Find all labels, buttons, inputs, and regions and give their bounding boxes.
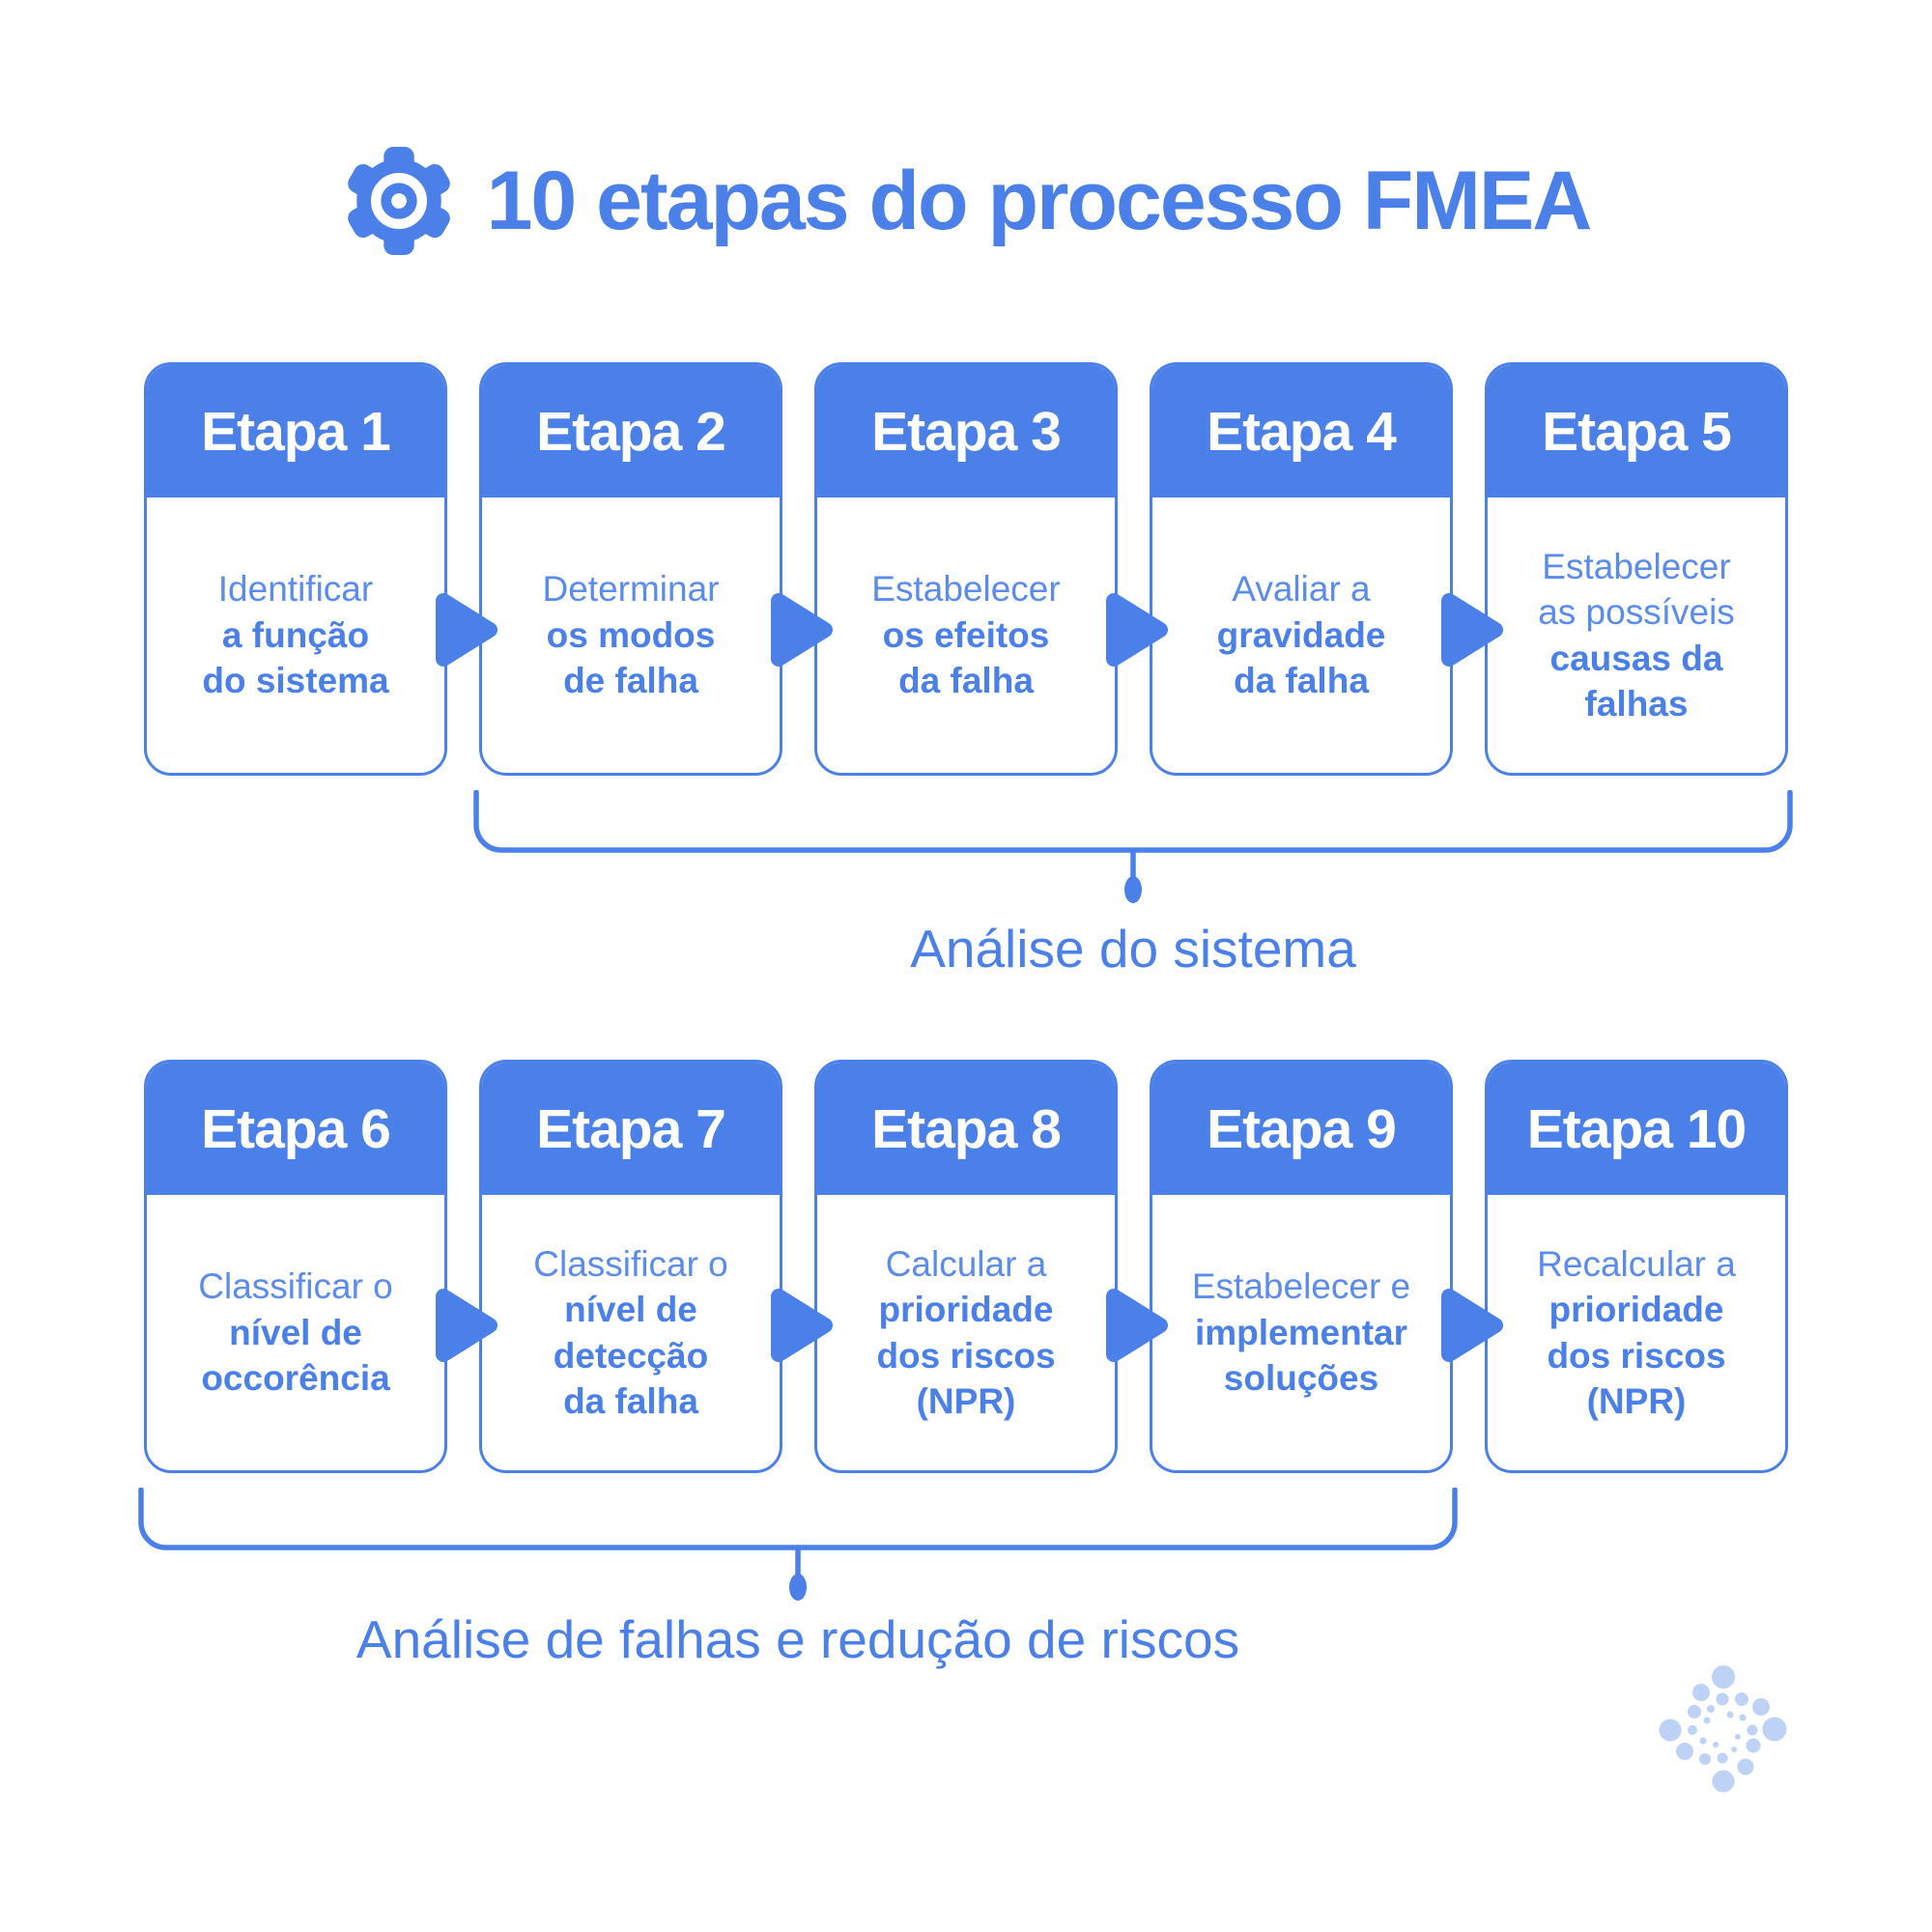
step-description-line: nível de [564, 1290, 697, 1330]
page-title: 10 etapas do processo FMEA [486, 154, 1593, 247]
step-6-description: Classificar o nível de occorência [147, 1195, 444, 1470]
step-description-line: dos riscos [876, 1335, 1056, 1376]
step-7-header: Etapa 7 [482, 1063, 780, 1195]
step-9-description: Estabelecer e implementar soluções [1152, 1195, 1450, 1470]
title-bar: 10 etapas do processo FMEA [0, 135, 1932, 267]
step-description-line: implementar [1194, 1312, 1407, 1352]
step-5-description: Estabelecer as possíveis causas da falhas [1488, 497, 1785, 773]
step-5-header: Etapa 5 [1488, 365, 1785, 497]
step-description-line: Avaliar a [1232, 569, 1371, 610]
step-description-line: (NPR) [916, 1380, 1016, 1421]
arrow-right-icon [1441, 1289, 1503, 1362]
step-description-line: do sistema [202, 661, 389, 701]
step-description-line: falhas [1584, 683, 1689, 724]
gear-icon [347, 146, 450, 256]
step-description-line: da falha [898, 661, 1034, 701]
step-card-5: Etapa 5 Estabelecer as possíveis causas da… [1485, 362, 1788, 776]
step-description-line: os modos [546, 614, 716, 655]
step-10-description: Recalcular a prioridade dos riscos(NPR) [1488, 1195, 1785, 1470]
step-card-8: Etapa 8 Calcular a prioridade dos riscos(N… [814, 1060, 1118, 1473]
step-8-description: Calcular a prioridade dos riscos(NPR) [817, 1195, 1115, 1470]
step-description-line: detecção [553, 1335, 709, 1376]
step-description-line: dos riscos [1547, 1335, 1726, 1376]
step-card-9: Etapa 9 Estabelecer e implementar soluções [1150, 1060, 1453, 1473]
step-description-line: Classificar o [198, 1266, 393, 1307]
dots-spiral-logo [1659, 1665, 1787, 1793]
step-6-header: Etapa 6 [147, 1063, 444, 1195]
system-analysis-label: Análise do sistema [910, 919, 1356, 979]
step-description-line: prioridade [878, 1290, 1054, 1330]
step-description-line: Calcular a [885, 1243, 1047, 1284]
arrow-right-icon [771, 593, 833, 667]
step-10-header: Etapa 10 [1488, 1063, 1785, 1195]
arrow-right-icon [771, 1289, 833, 1362]
step-description-line: causas da [1549, 638, 1723, 678]
arrow-right-icon [1106, 1289, 1168, 1362]
step-description-line: gravidade [1216, 614, 1386, 655]
step-description-line: (NPR) [1586, 1380, 1687, 1421]
system-analysis-bracket [473, 790, 1793, 903]
step-description-line: as possíveis [1538, 592, 1735, 633]
step-9-header: Etapa 9 [1152, 1063, 1450, 1195]
arrow-right-icon [1441, 593, 1503, 667]
step-description-line: Identificar [217, 569, 374, 610]
step-card-6: Etapa 6 Classificar o nível de occorência [144, 1060, 447, 1473]
step-description-line: Estabelecer [1542, 546, 1731, 586]
step-description-line: Recalcular a [1537, 1243, 1736, 1284]
step-description-line: da falha [1234, 661, 1369, 701]
step-description-line: soluções [1223, 1358, 1379, 1399]
step-description-line: Estabelecer e [1191, 1266, 1411, 1307]
arrow-right-icon [436, 593, 497, 667]
step-description-line: a função [221, 614, 370, 655]
step-description-line: de falha [563, 661, 698, 701]
step-description-line: prioridade [1548, 1290, 1724, 1330]
failure-analysis-bracket [138, 1488, 1458, 1601]
arrow-right-icon [436, 1289, 497, 1362]
step-description-line: occorência [201, 1358, 390, 1399]
arrow-right-icon [1106, 593, 1168, 667]
step-card-10: Etapa 10 Recalcular a prioridade dos risco… [1485, 1060, 1788, 1473]
step-description-line: Classificar o [533, 1243, 728, 1284]
step-description-line: Determinar [542, 569, 720, 610]
step-description-line: nível de [229, 1312, 362, 1352]
step-2-header: Etapa 2 [482, 365, 780, 497]
step-8-header: Etapa 8 [817, 1063, 1115, 1195]
failure-analysis-label: Análise de falhas e redução de riscos [355, 1609, 1240, 1669]
step-4-header: Etapa 4 [1152, 365, 1450, 497]
step-3-header: Etapa 3 [817, 365, 1115, 497]
step-description-line: os efeitos [882, 614, 1050, 655]
step-description-line: da falha [563, 1380, 698, 1421]
step-1-header: Etapa 1 [147, 365, 444, 497]
step-description-line: Estabelecer [871, 569, 1061, 610]
